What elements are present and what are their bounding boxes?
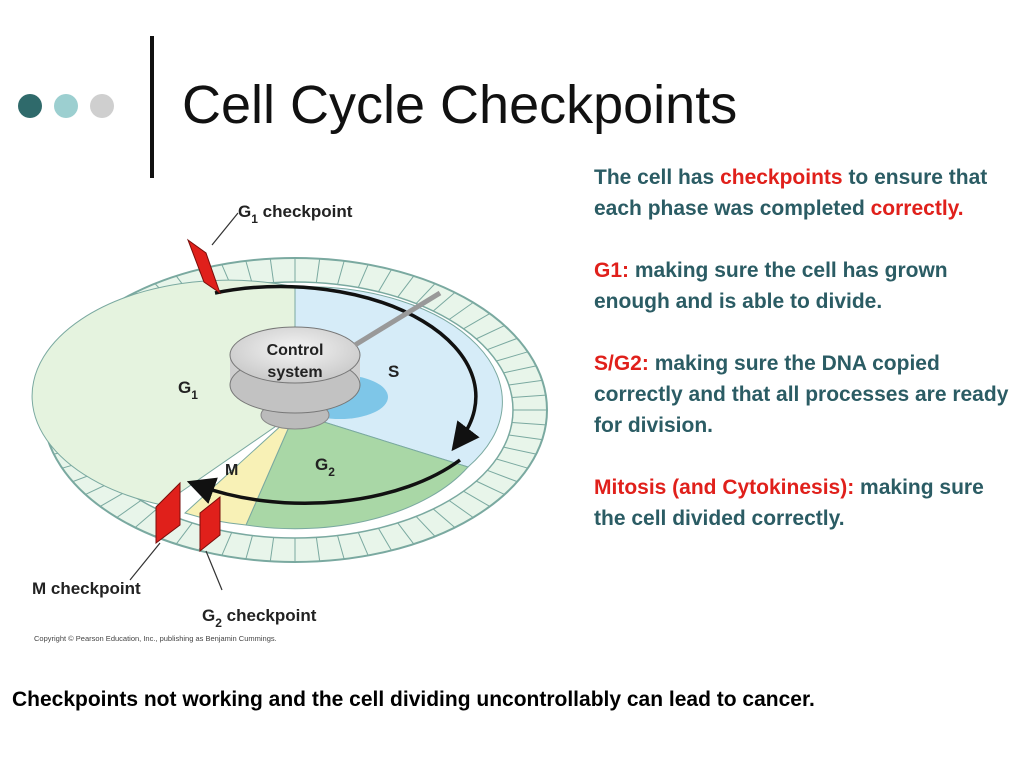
ring-segment-tick (245, 535, 253, 560)
ring-segment-tick (377, 269, 392, 292)
cycle-arrow (214, 284, 480, 452)
ring-segment-tick (337, 260, 345, 285)
title-divider (150, 36, 154, 178)
explanation-panel: The cell has checkpoints to ensure that … (594, 162, 1014, 565)
bullet-dot-1 (18, 94, 42, 118)
keyword-checkpoints: checkpoints (720, 166, 843, 189)
ring-segment-tick (315, 258, 321, 283)
bullet-dot-3 (90, 94, 114, 118)
ring-segment-tick (269, 537, 275, 562)
control-label-1: Control (267, 342, 324, 359)
ring-segment-tick (448, 302, 474, 320)
cancer-note: Checkpoints not working and the cell div… (12, 688, 815, 711)
g1-checkpoint-label: G1 checkpoint (238, 202, 353, 226)
g2-wedge (245, 412, 469, 530)
m-checkpoint-barrier (155, 481, 181, 544)
ring-segment-tick (476, 480, 505, 495)
ring-segment-tick (508, 434, 543, 441)
bullet-dot-2 (54, 94, 78, 118)
ring-segment-tick (511, 422, 546, 426)
g1-paragraph: G1: making sure the cell has grown enoug… (594, 259, 948, 313)
control-label-2: system (267, 364, 322, 381)
ring-segment-tick (487, 337, 518, 351)
ring-segment-tick (415, 516, 436, 537)
ring-segment-tick (269, 258, 275, 283)
ring-segment-tick (357, 264, 369, 288)
ring-segment-tick (175, 522, 193, 545)
m-checkpoint-leader (129, 542, 161, 581)
g2-checkpoint-leader (205, 550, 223, 591)
ring-segment-tick (508, 379, 543, 386)
bullet-dots (18, 94, 114, 118)
mitosis-paragraph: Mitosis (and Cytokinesis): making sure t… (594, 476, 984, 530)
ring-segment-tick (397, 522, 415, 545)
phase-g1-label: G1 (178, 378, 198, 402)
cell-cycle-diagram: Control system S G1 G2 M G1 checkpoint M… (31, 202, 548, 643)
ring-segment-tick (487, 469, 518, 483)
ring-segment-tick (463, 313, 491, 330)
ring-segment-tick (357, 532, 369, 556)
ring-segment-tick (463, 490, 491, 507)
ring-segment-tick (315, 537, 321, 562)
sg2-heading: S/G2: (594, 352, 649, 375)
ring-segment-tick (496, 458, 528, 469)
ring-segment-tick (503, 446, 537, 455)
ring-segment-tick (496, 351, 528, 362)
ring-segment-tick (415, 283, 436, 304)
intro-paragraph: The cell has checkpoints to ensure that … (594, 166, 988, 220)
g1-heading: G1: (594, 259, 630, 282)
s-wedge (294, 286, 503, 468)
ring-segment-tick (503, 365, 537, 374)
ring-segment-tick (397, 275, 415, 298)
ring-segment-tick (377, 528, 392, 551)
copyright-note: Copyright © Pearson Education, Inc., pub… (34, 634, 277, 643)
cycle-arrow-lower (186, 458, 462, 506)
g1-checkpoint-barrier (186, 238, 221, 295)
ring-segment-tick (511, 394, 546, 398)
ring-segment-tick (337, 535, 345, 560)
g2-checkpoint-barrier (199, 495, 221, 553)
phase-m-label: M (225, 462, 238, 479)
sg2-paragraph: S/G2: making sure the DNA copied correct… (594, 352, 1009, 437)
control-top (229, 326, 361, 384)
slide-title: Cell Cycle Checkpoints (182, 75, 738, 135)
control-rod (353, 290, 442, 348)
ring-segment-tick (116, 500, 142, 518)
phase-wedges (31, 279, 503, 530)
ring-segment-tick (432, 508, 456, 528)
g1-checkpoint-leader (211, 212, 239, 246)
keyword-correctly: correctly. (870, 197, 964, 220)
phase-s-label: S (388, 362, 399, 381)
ring-segment-tick (432, 292, 456, 312)
m-checkpoint-label: M checkpoint (32, 579, 141, 598)
mitosis-heading: Mitosis (and Cytokinesis): (594, 476, 855, 499)
ring-segment-tick (476, 325, 505, 340)
phase-g2-label: G2 (315, 455, 335, 479)
g2-checkpoint-label: G2 checkpoint (202, 606, 317, 630)
ring-segment-tick (221, 532, 233, 556)
ring-segment-tick (134, 508, 158, 528)
ring-segment-tick (448, 500, 474, 518)
